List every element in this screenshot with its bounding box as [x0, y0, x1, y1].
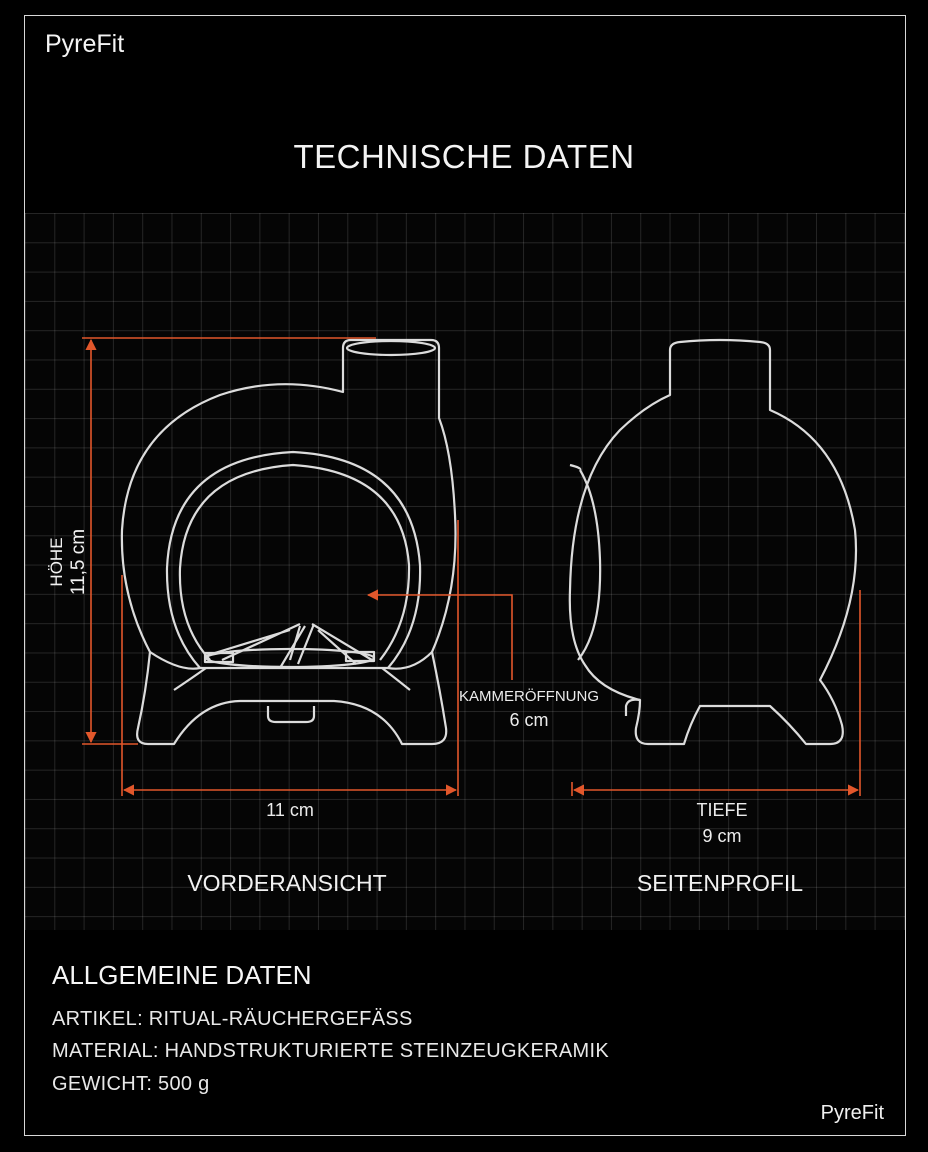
- side-view-outline: [568, 338, 858, 746]
- width-value: 11 cm: [266, 800, 314, 820]
- page-title: TECHNISCHE DATEN: [293, 138, 635, 175]
- dimension-lines: [82, 337, 861, 796]
- front-chimney-rim: [345, 339, 437, 357]
- front-view-label: VORDERANSICHT: [187, 870, 387, 896]
- spec-weight: GEWICHT: 500 g: [52, 1073, 210, 1095]
- depth-value: 9 cm: [702, 826, 742, 846]
- height-label: HÖHE: [47, 537, 66, 587]
- side-relief-edge: [569, 463, 582, 471]
- front-view-outline: [120, 338, 457, 746]
- side-body-outline: [568, 338, 858, 746]
- grate-slat-right: [344, 650, 376, 663]
- outer-frame: [24, 15, 906, 1136]
- front-body-outline: [120, 338, 457, 746]
- depth-label: TIEFE: [696, 800, 748, 820]
- blueprint-grid: [25, 213, 905, 930]
- general-data-title: ALLGEMEINE DATEN: [52, 960, 312, 990]
- height-value: 11,5 cm: [68, 528, 89, 596]
- height-annotation: HÖHE 11,5 cm: [46, 529, 90, 595]
- side-relief-curve: [577, 469, 602, 661]
- spec-material: MATERIAL: HANDSTRUKTURIERTE STEINZEUGKER…: [52, 1040, 609, 1062]
- spec-article: ARTIKEL: RITUAL-RÄUCHERGEFÄSS: [52, 1008, 413, 1030]
- brand-logo-top: PyreFit: [45, 30, 125, 58]
- front-foot-left: [173, 667, 207, 691]
- brand-logo-bottom: PyreFit: [820, 1102, 884, 1124]
- grate-bars: [204, 623, 373, 669]
- front-bottom-nub: [266, 706, 316, 724]
- front-foot-right: [381, 667, 411, 691]
- chamber-outer-ring: [165, 450, 422, 669]
- grate-slat-left: [203, 651, 235, 664]
- opening-leader: [366, 589, 513, 680]
- side-foot-line: [624, 698, 641, 716]
- side-view-label: SEITENPROFIL: [636, 870, 804, 896]
- chamber-inner-ring: [178, 463, 411, 661]
- opening-value: 6 cm: [509, 710, 549, 730]
- opening-label: KAMMERÖFFNUNG: [459, 688, 599, 705]
